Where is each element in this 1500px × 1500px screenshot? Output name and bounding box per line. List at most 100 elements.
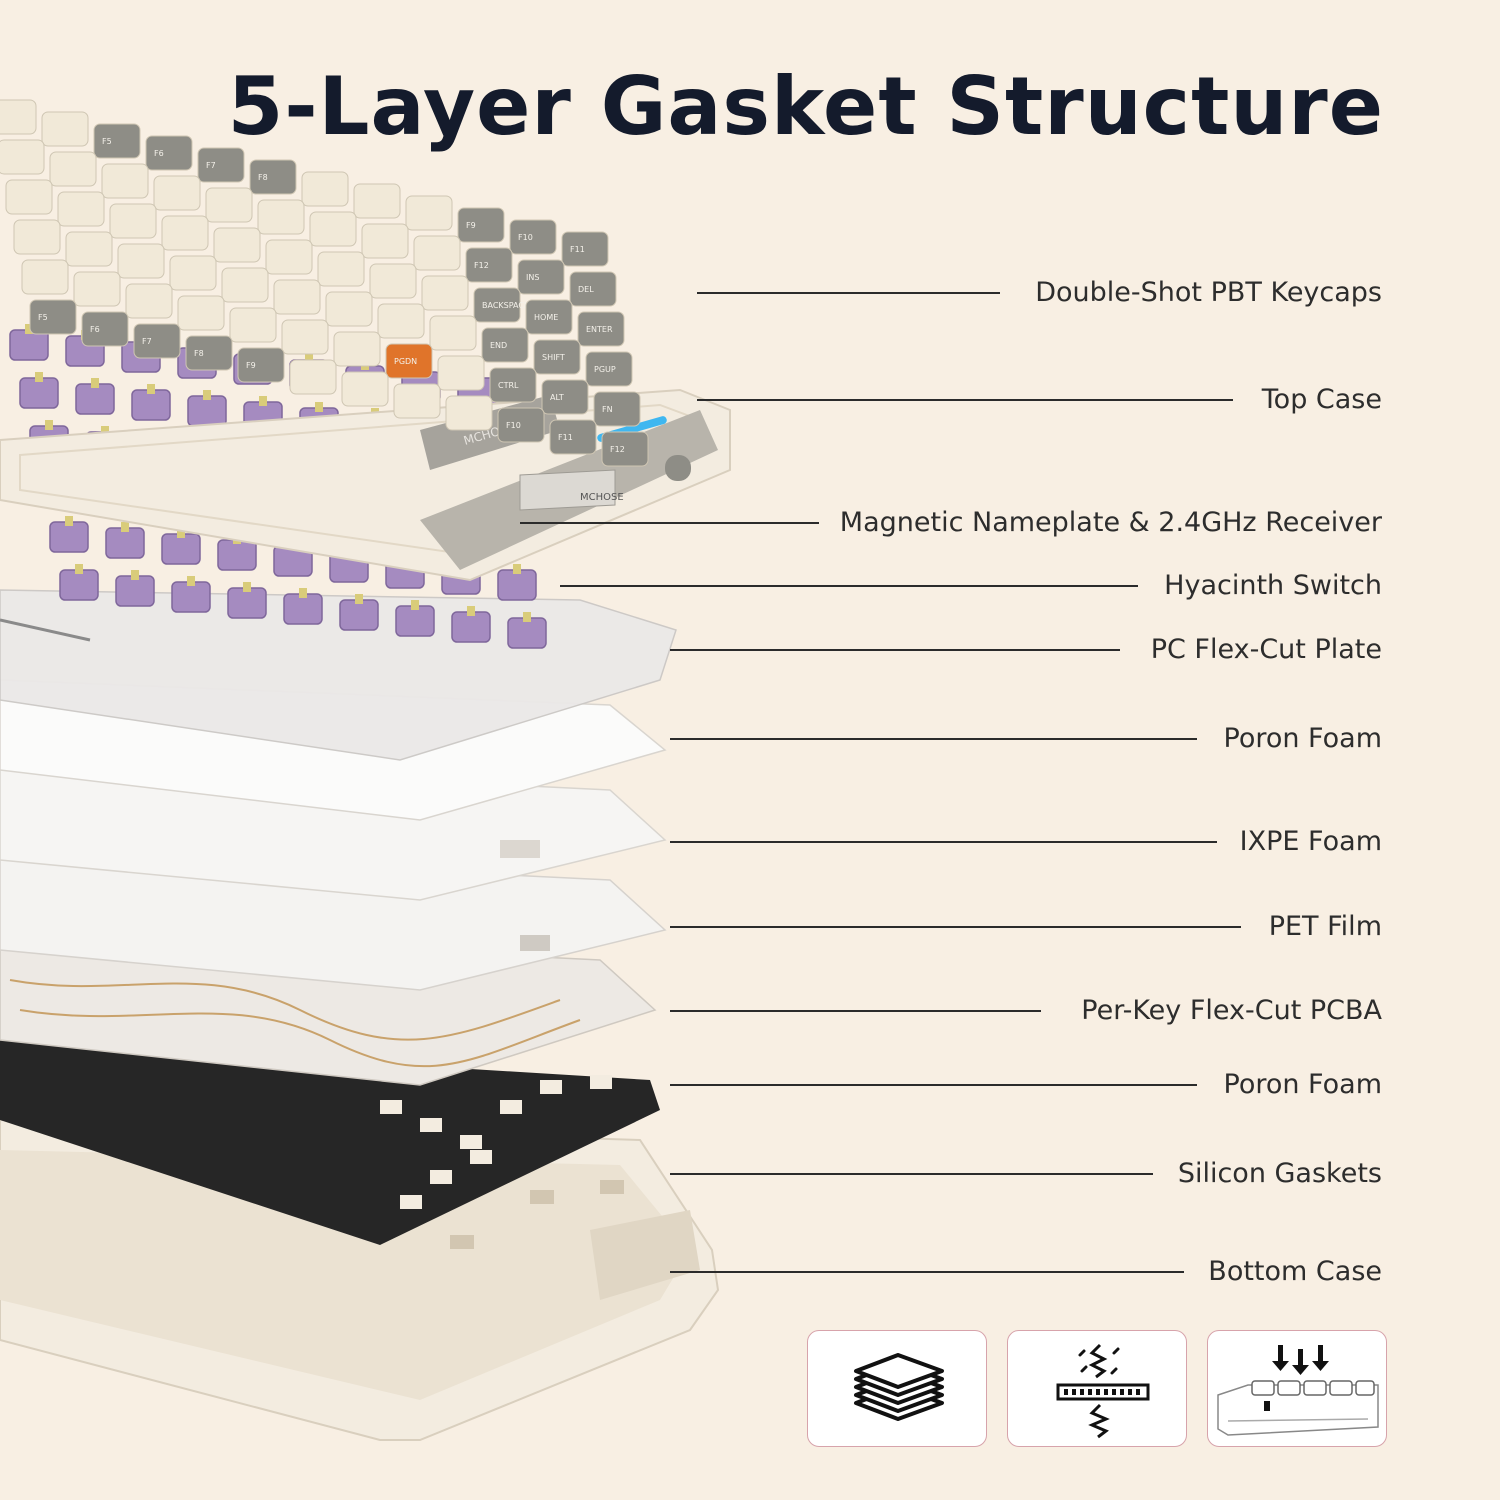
switch-stem [467, 606, 475, 616]
switch-stem [131, 570, 139, 580]
keycap [525, 299, 573, 335]
receiver-text: MCHOSE [580, 492, 624, 503]
keycap [117, 243, 165, 279]
callout-line [560, 585, 1138, 587]
keycap-legend: DEL [578, 285, 594, 294]
keycap [377, 303, 425, 339]
switch-body [115, 575, 155, 607]
keypress-force-icon [1217, 1345, 1379, 1436]
pc-plate-illustration [0, 589, 677, 761]
keycap-legend: BACKSPACE [482, 301, 529, 310]
callout-line [697, 292, 1000, 294]
keycap-legend: ENTER [586, 325, 613, 334]
keycap-legend: HOME [534, 313, 558, 322]
callout-label: PET Film [1268, 911, 1382, 942]
keycap [457, 207, 505, 243]
feature-card-dampening [1007, 1330, 1187, 1447]
keycap-legend: F7 [206, 161, 216, 170]
callout-label: IXPE Foam [1239, 826, 1382, 857]
keycap [361, 223, 409, 259]
switch-body [395, 605, 435, 637]
switch-stem [35, 372, 43, 382]
keycap [593, 391, 641, 427]
keycap [73, 271, 121, 307]
switch-stem [299, 588, 307, 598]
keycap-legend: PGUP [594, 365, 616, 374]
keycap [333, 331, 381, 367]
switch-body [105, 527, 145, 559]
keycap [317, 251, 365, 287]
keycap-legend: CTRL [498, 381, 519, 390]
switch-stem [91, 378, 99, 388]
keycap [237, 347, 285, 383]
keycap [473, 287, 521, 323]
keycap-legend: F11 [570, 245, 585, 254]
callout-line [670, 1271, 1184, 1273]
switch-body [507, 617, 547, 649]
switch-body [171, 581, 211, 613]
callout-ixpe-foam: IXPE Foam [670, 822, 1382, 862]
switch-body [283, 593, 323, 625]
keycap [301, 171, 349, 207]
feature-card-layers [807, 1330, 987, 1447]
keycap [13, 219, 61, 255]
switch-stem [147, 384, 155, 394]
keycap-legend: F9 [246, 361, 256, 370]
keycap [205, 187, 253, 223]
keycap-legend: END [490, 341, 507, 350]
keycap [561, 231, 609, 267]
callout-label: Magnetic Nameplate & 2.4GHz Receiver [839, 507, 1382, 538]
keycap [265, 239, 313, 275]
callout-line [520, 522, 819, 524]
keycap [0, 99, 37, 135]
switch-body [75, 383, 115, 415]
keycap-legend: F5 [38, 313, 48, 322]
switch-body [451, 611, 491, 643]
keycap [489, 367, 537, 403]
keycap [145, 135, 193, 171]
stacked-layers-icon [854, 1353, 944, 1421]
switch-body [131, 389, 171, 421]
keycap [153, 175, 201, 211]
keycap [0, 139, 45, 175]
callout-line [670, 1173, 1153, 1175]
keycap-legend: SHIFT [542, 353, 565, 362]
keycap [509, 219, 557, 255]
switch-body [217, 539, 257, 571]
black-foam-illustration [0, 1040, 660, 1245]
keycap-legend: PGDN [394, 357, 417, 366]
keycap [221, 267, 269, 303]
callout-keycaps: Double-Shot PBT Keycaps [697, 273, 1382, 313]
keycap [585, 351, 633, 387]
switch-stem [259, 396, 267, 406]
keycap [341, 371, 389, 407]
keycap [133, 323, 181, 359]
keycap [517, 259, 565, 295]
keycap [281, 319, 329, 355]
exploded-keyboard-illustration: MCHOSE MCHOSE F5F6F7F8F9F10F11F12INSDELB… [0, 99, 731, 1441]
bottom-case-illustration [0, 1118, 720, 1441]
callout-line [670, 926, 1241, 928]
keycap [393, 383, 441, 419]
keycap [405, 195, 453, 231]
keycap-legend: F8 [258, 173, 268, 182]
keycap [369, 263, 417, 299]
vibration-dampening-icon [1056, 1343, 1150, 1439]
keycaps-illustration: F5F6F7F8F9F10F11F12INSDELBACKSPACEHOMEEN… [0, 99, 649, 467]
switch-body [227, 587, 267, 619]
callout-label: Hyacinth Switch [1164, 570, 1382, 601]
keycap [81, 311, 129, 347]
keycap [569, 271, 617, 307]
keycap [437, 355, 485, 391]
keycap-legend: F6 [90, 325, 100, 334]
keycap [465, 247, 513, 283]
switch-stem [411, 600, 419, 610]
keycap [177, 295, 225, 331]
callout-poron-foam-1: Poron Foam [670, 719, 1382, 759]
callout-line [670, 738, 1197, 740]
switch-body [19, 377, 59, 409]
keycap-legend: F11 [558, 433, 573, 442]
callout-label: Silicon Gaskets [1177, 1158, 1382, 1189]
keycap [533, 339, 581, 375]
